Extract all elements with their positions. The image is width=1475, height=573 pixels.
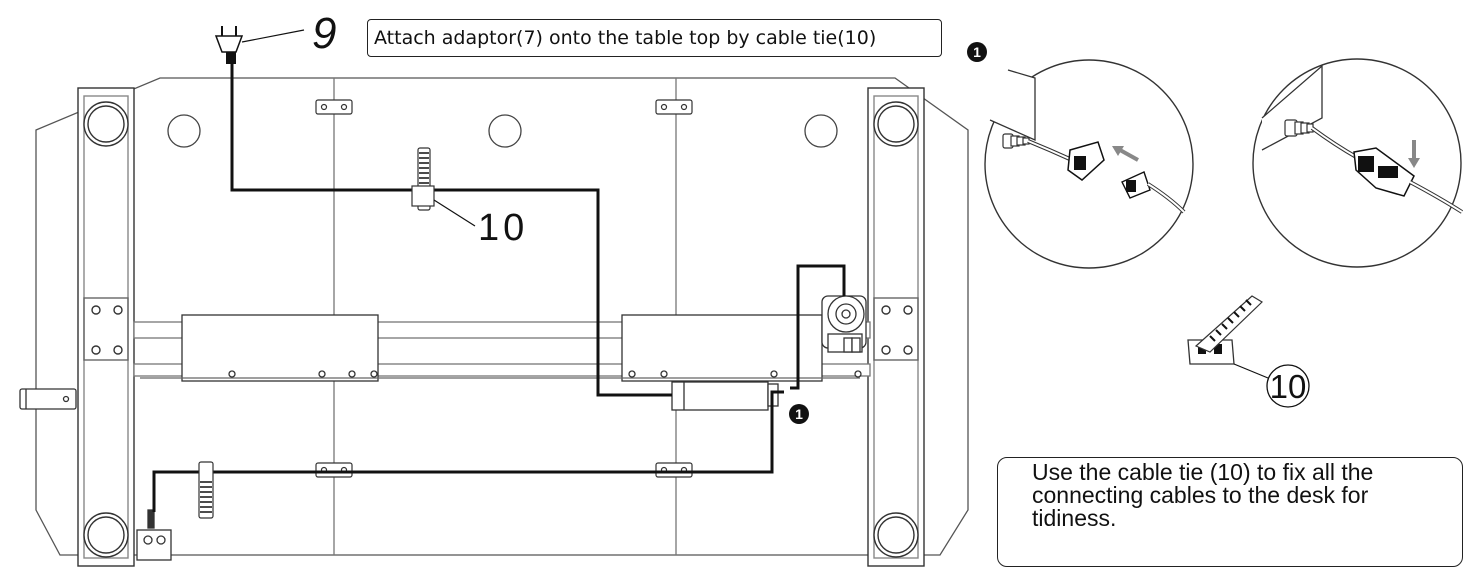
motor (821, 295, 867, 353)
screw-holes (167, 114, 838, 148)
left-leg-frame (77, 87, 135, 567)
tidiness-note: Use the cable tie (10) to fix all the co… (997, 457, 1463, 567)
crossbar-beam (133, 314, 871, 382)
cables (152, 64, 846, 512)
step-marker-detail-text: 1 (973, 44, 981, 60)
hand-controller (19, 388, 77, 410)
instruction-text: Attach adaptor(7) onto the table top by … (374, 27, 877, 49)
cable-tie-bottom (198, 461, 214, 519)
control-box (671, 381, 779, 411)
instruction-caption: Attach adaptor(7) onto the table top by … (367, 19, 942, 57)
step-marker-main: 1 (789, 404, 809, 424)
step-marker-main-text: 1 (795, 406, 803, 422)
note-text: Use the cable tie (10) to fix all the co… (1032, 459, 1374, 531)
cable-tie-main (411, 147, 476, 227)
callout-9: 9 (312, 9, 336, 58)
callout-10: 10 (478, 207, 528, 249)
mounting-brackets (315, 99, 693, 478)
detail-connect-after (1252, 58, 1464, 268)
detail-connect-before (984, 59, 1194, 269)
power-plug (214, 26, 305, 64)
right-leg-frame (867, 87, 925, 567)
cable-tie-detail (1187, 295, 1310, 408)
step-marker-detail: 1 (967, 42, 987, 62)
adaptor-box (136, 509, 172, 561)
callout-10-detail: 10 (1270, 368, 1307, 405)
